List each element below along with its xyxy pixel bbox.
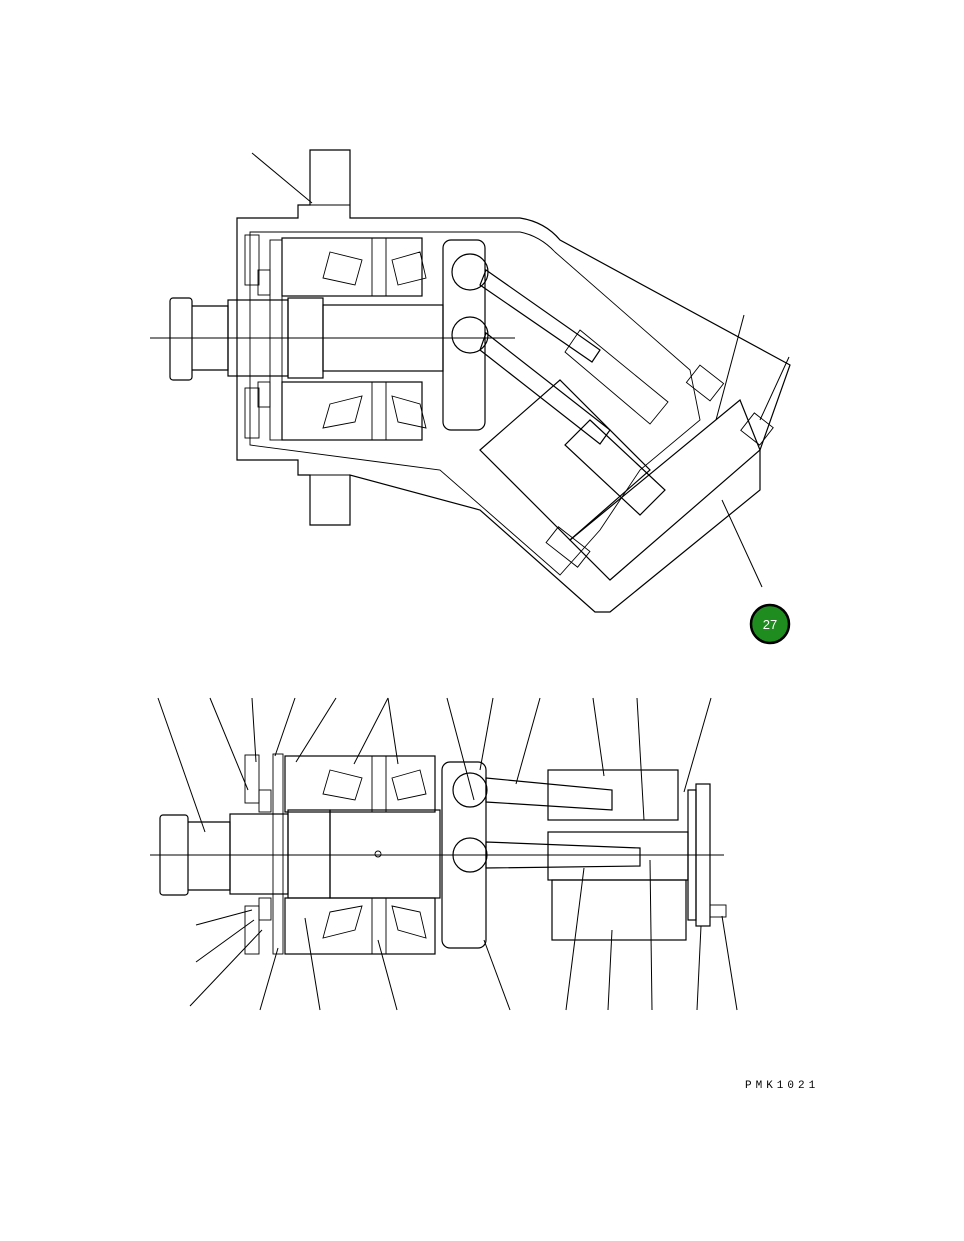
exploded-section-view xyxy=(150,697,738,1011)
badge-label: 27 xyxy=(763,617,777,632)
part-number-badge: 27 xyxy=(749,603,791,645)
drawing-code: PMK1021 xyxy=(745,1080,820,1092)
assembly-section-view xyxy=(150,149,791,613)
